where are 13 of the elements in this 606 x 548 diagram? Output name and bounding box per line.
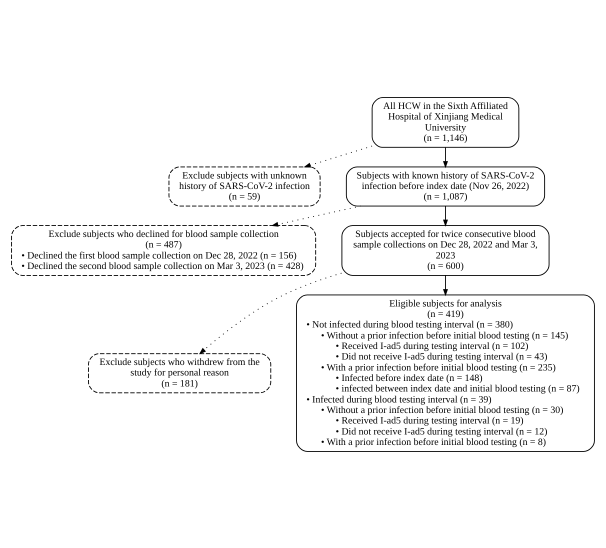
arrow: [304, 145, 373, 168]
node-box: Subjects accepted for twice consecutive blood sample collections on Dec 28, 2022 and Mar 3, 2023 (n = 600): [341, 224, 550, 276]
node-box: Eligible subjects for analysis (n = 419) • Not infected during blood testing interval (n = 380) • Without a prior infection before initial blood testing (n = 145) • Received I-ad5 during testing interval (n = 102) • Did not receive I-ad5 during testing interval (n = 43) • With a prior infection before initial blood testing (n = 235) • Infected before index date (n = 148) • infected between index date and initial blood testing (n = 87) • Infected during blood testing interval (n = 39) • Without a prior infection before initial blood testing (n = 30) • Received I-ad5 during testing interval (n = 19) • Did not receive I-ad5 during testing interval (n = 12) • With a prior infection before initial blood testing (n = 8): [296, 294, 595, 452]
arrow: [443, 205, 448, 226]
arrow: [198, 272, 342, 354]
node-box: Subjects with known history of SARS-CoV-2 infection before index date (Nov 26, 2022) (n = 1,087): [346, 166, 546, 206]
node-box: Exclude subjects with unknown history of SARS-CoV-2 infection (n = 59): [168, 166, 321, 206]
arrow: [443, 146, 448, 168]
node-box: All HCW in the Sixth Affiliated Hospital of Xinjiang Medical University (n = 1,146): [372, 96, 520, 148]
arrow: [271, 205, 362, 226]
arrow: [443, 274, 448, 296]
node-box: Exclude subjects who declined for blood sample collection (n = 487) • Declined the first blood sample collection on Dec 28, 2022 (n = 156) • Declined the second blood sample collection on Mar 3, 2023 (n = 428): [11, 224, 316, 276]
node-box: Exclude subjects who withdrew from the study for personal reason (n = 181): [88, 352, 272, 393]
